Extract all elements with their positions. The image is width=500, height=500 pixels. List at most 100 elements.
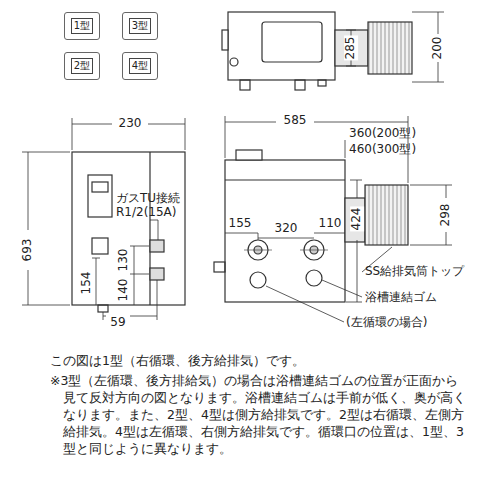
side-dimensions-part	[446, 232, 447, 245]
top-dimensions-part	[346, 66, 356, 67]
top-view	[222, 12, 412, 90]
side-view-part	[300, 250, 328, 251]
callout-label: ガスTU接続 R1/2(15A)	[116, 192, 182, 220]
type-icon: 3型	[122, 12, 158, 40]
dimension-label: 110	[318, 217, 343, 231]
dimension-label: 230	[119, 117, 142, 131]
front-view-part	[150, 268, 164, 280]
front-dimensions-part	[134, 246, 135, 305]
type-label: 4型	[129, 58, 151, 74]
top-dimensions-part	[438, 62, 439, 82]
front-dimensions-part	[150, 220, 158, 240]
side-view-part	[250, 272, 266, 288]
top-dimensions-part	[412, 82, 444, 83]
dimension-label: 585	[284, 114, 307, 128]
front-dimensions-part	[92, 258, 100, 259]
side-dimensions-part	[225, 122, 276, 123]
front-dimensions-part	[72, 118, 73, 150]
side-view-part	[306, 270, 322, 286]
side-view-part	[244, 250, 272, 251]
front-view-part	[88, 175, 112, 217]
side-dimensions-part	[350, 180, 362, 181]
side-dimensions-part	[314, 122, 408, 123]
top-dimensions-part	[346, 30, 356, 31]
type-icon: 1型	[64, 12, 100, 40]
side-dimensions-part	[357, 240, 358, 302]
type-label: 2型	[71, 58, 93, 74]
dimension-label: 285	[344, 36, 358, 61]
side-view	[214, 150, 408, 302]
dimension-label: 154	[80, 272, 94, 295]
type-label: 3型	[129, 18, 151, 34]
type-icon: 4型	[122, 52, 158, 80]
dimension-label: 59	[110, 316, 125, 330]
side-dimensions-part	[345, 140, 346, 158]
front-dimensions-part	[28, 270, 29, 305]
side-dimensions-part	[258, 233, 259, 240]
front-dimensions-part	[157, 280, 158, 320]
leader-lines	[266, 247, 392, 322]
front-dimensions-part	[103, 316, 106, 317]
top-view-part	[240, 80, 250, 90]
side-dimensions-part	[346, 302, 362, 303]
side-dimensions-part	[225, 233, 258, 234]
side-view-part	[225, 179, 345, 180]
dimension-label: 424	[350, 207, 364, 232]
top-dimensions-part	[351, 60, 352, 66]
side-view-part	[225, 160, 345, 302]
side-dimensions-part	[258, 238, 314, 239]
front-view-part	[150, 240, 164, 252]
dimension-label: 298	[439, 204, 453, 227]
front-dimensions-part	[185, 118, 186, 150]
top-dimensions-part	[412, 12, 444, 13]
dimension-label: 693	[21, 239, 35, 262]
side-view-part	[236, 150, 262, 160]
front-dimensions-part	[148, 124, 185, 125]
callout-label: (左循環の場合)	[346, 316, 427, 330]
dimension-label: 320	[274, 222, 299, 236]
side-view-part	[345, 198, 365, 242]
top-view-part	[368, 22, 412, 74]
top-view-part	[335, 30, 368, 66]
front-dimensions-part	[96, 258, 97, 305]
top-dimensions-part	[438, 12, 439, 34]
note-text: ※3型（左循環、後方排給気）の場合は浴槽連結ゴムの位置が正面から見て反対方向の図…	[50, 372, 470, 457]
callout-label: SS給排気筒トップ	[365, 265, 464, 279]
front-dimensions-part	[22, 152, 70, 153]
front-dimensions-part	[130, 246, 149, 247]
front-dimensions-part	[72, 124, 112, 125]
top-dimensions	[346, 12, 444, 82]
type-label: 1型	[71, 18, 93, 34]
front-view-part	[72, 152, 185, 305]
leader-lines-part	[266, 286, 344, 322]
front-dimensions-part	[130, 316, 157, 317]
front-view-part	[92, 182, 108, 192]
front-dimensions-part	[130, 274, 149, 275]
note-text: この図は1型（右循環、後方給排気）です。	[50, 352, 470, 369]
side-dimensions-part	[314, 233, 345, 234]
side-dimensions-part	[357, 180, 358, 198]
top-view-part	[295, 80, 305, 90]
side-view-part	[365, 185, 408, 245]
dimension-label: 155	[228, 217, 253, 231]
top-view-part	[230, 58, 238, 66]
type-icon: 2型	[64, 52, 100, 80]
front-view-part	[98, 305, 108, 312]
front-dimensions-part	[22, 305, 70, 306]
front-view-part	[92, 238, 108, 254]
front-dimensions	[22, 118, 185, 320]
front-view-part	[149, 152, 150, 305]
front-dimensions-part	[28, 152, 29, 230]
top-view-part	[228, 12, 335, 80]
dimension-label: 130	[117, 249, 131, 272]
leader-lines-part	[322, 280, 362, 297]
top-view-part	[262, 22, 322, 62]
side-dimensions-part	[446, 185, 447, 198]
dimension-label: 200	[431, 36, 445, 61]
dimension-label: 140	[117, 279, 131, 302]
side-view-part	[214, 262, 225, 272]
callout-label: 浴槽連結ゴム	[365, 291, 437, 305]
dimension-label: 460(300型)	[349, 143, 416, 157]
front-view	[72, 152, 185, 312]
